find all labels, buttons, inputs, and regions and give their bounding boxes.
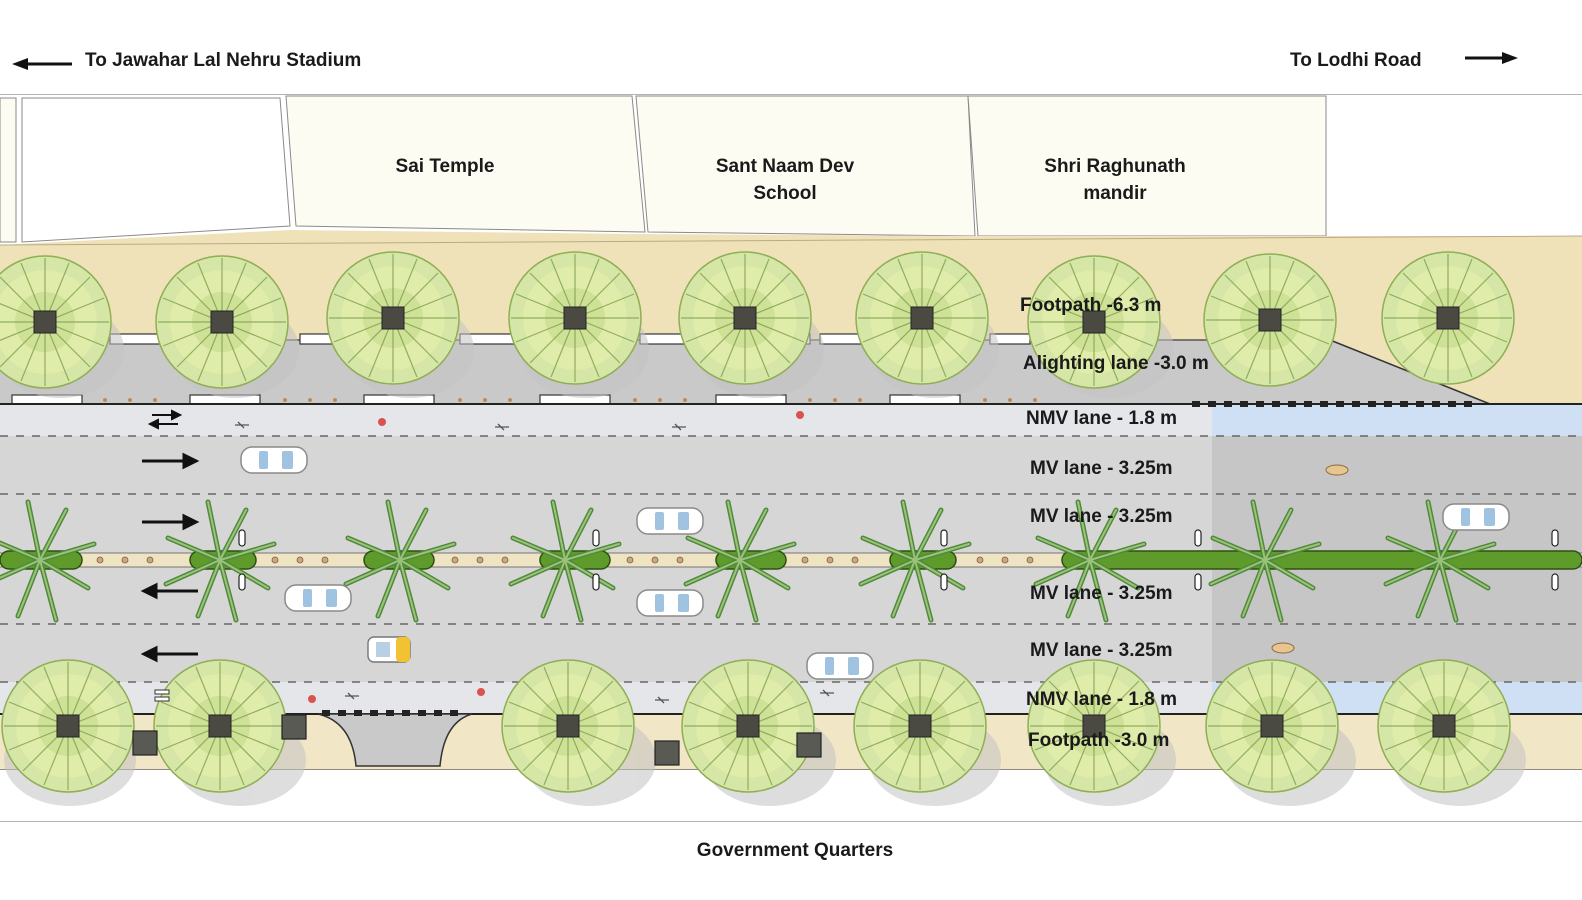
lane-label-nmv-south: NMV lane - 1.8 m	[1026, 689, 1177, 710]
lane-label-mv-3: MV lane - 3.25m	[1030, 583, 1173, 604]
building-sant-naam-dev-school: Sant Naam Dev School	[715, 156, 855, 204]
lane-label-mv-2: MV lane - 3.25m	[1030, 506, 1173, 527]
lane-label-mv-1: MV lane - 3.25m	[1030, 458, 1173, 479]
traffic-west-arrow-1	[140, 582, 198, 600]
traffic-west-arrow-2	[140, 645, 198, 663]
lane-label-footpath-north: Footpath -6.3 m	[1020, 295, 1162, 316]
lane-label-nmv-north: NMV lane - 1.8 m	[1026, 408, 1177, 429]
lane-label-footpath-south: Footpath -3.0 m	[1028, 730, 1170, 751]
building-sai-temple: Sai Temple	[395, 156, 495, 177]
arrow-left-icon	[12, 58, 72, 70]
direction-left-label: To Jawahar Lal Nehru Stadium	[85, 50, 362, 71]
building-government-quarters: Government Quarters	[696, 840, 894, 861]
two-way-arrows-icon	[147, 409, 183, 430]
traffic-east-arrow-2	[142, 513, 200, 531]
direction-right-label: To Lodhi Road	[1290, 50, 1422, 71]
building-shri-raghunath-mandir: Shri Raghunath mandir	[1044, 156, 1186, 204]
lane-label-mv-4: MV lane - 3.25m	[1030, 640, 1173, 661]
traffic-east-arrow-1	[142, 452, 200, 470]
arrow-right-icon	[1465, 52, 1518, 64]
lane-label-alighting: Alighting lane -3.0 m	[1023, 353, 1209, 374]
